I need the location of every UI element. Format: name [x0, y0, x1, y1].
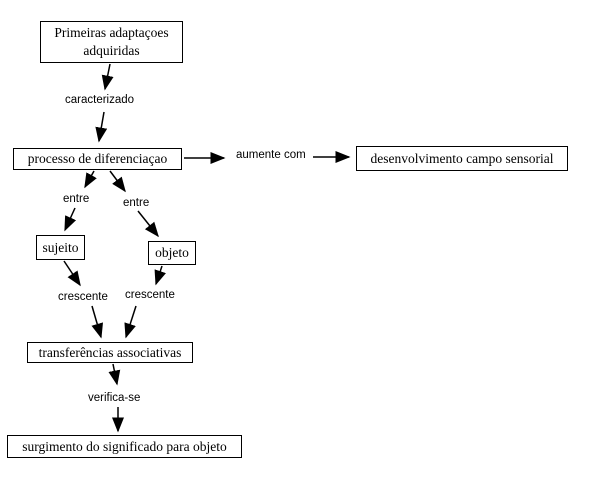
concept-transferencias-associativas[interactable]: transferências associativas: [27, 342, 193, 363]
link-label-verifica-se[interactable]: verifica-se: [88, 392, 141, 404]
concept-surgimento-significado[interactable]: surgimento do significado para objeto: [7, 435, 242, 458]
arrow-entre-to-objeto: [137, 210, 159, 238]
arrow-processo-to-entre-left: [84, 170, 97, 189]
arrow-processo-to-entre-right: [109, 170, 126, 193]
link-label-caracterizado[interactable]: caracterizado: [65, 94, 135, 106]
link-label-entre-right[interactable]: entre: [123, 197, 150, 209]
arrow-sujeito-to-crescente: [63, 260, 81, 287]
link-label-entre-left[interactable]: entre: [63, 193, 90, 205]
link-label-aumente-com[interactable]: aumente com: [236, 149, 306, 161]
arrow-objeto-to-crescente: [154, 265, 166, 286]
arrow-transferencias-to-verifica-se: [108, 363, 121, 386]
arrow-caracterizado-to-processo: [95, 111, 108, 143]
link-label-crescente-left[interactable]: crescente: [58, 291, 108, 303]
concept-desenvolvimento-campo-sensorial[interactable]: desenvolvimento campo sensorial: [356, 146, 568, 171]
concept-objeto[interactable]: objeto: [148, 241, 196, 265]
arrow-crescente-left-to-transferencias: [91, 305, 103, 339]
concept-processo-diferenciacao[interactable]: processo de diferenciaçao: [13, 148, 182, 170]
concept-sujeito[interactable]: sujeito: [36, 235, 85, 260]
arrow-primeiras-to-caracterizado: [101, 63, 114, 91]
concept-primeiras-adaptacoes[interactable]: Primeiras adaptaçoes adquiridas: [40, 21, 183, 63]
arrow-entre-to-sujeito: [64, 207, 77, 232]
arrow-crescente-right-to-transferencias: [124, 305, 137, 339]
link-label-crescente-right[interactable]: crescente: [125, 289, 175, 301]
